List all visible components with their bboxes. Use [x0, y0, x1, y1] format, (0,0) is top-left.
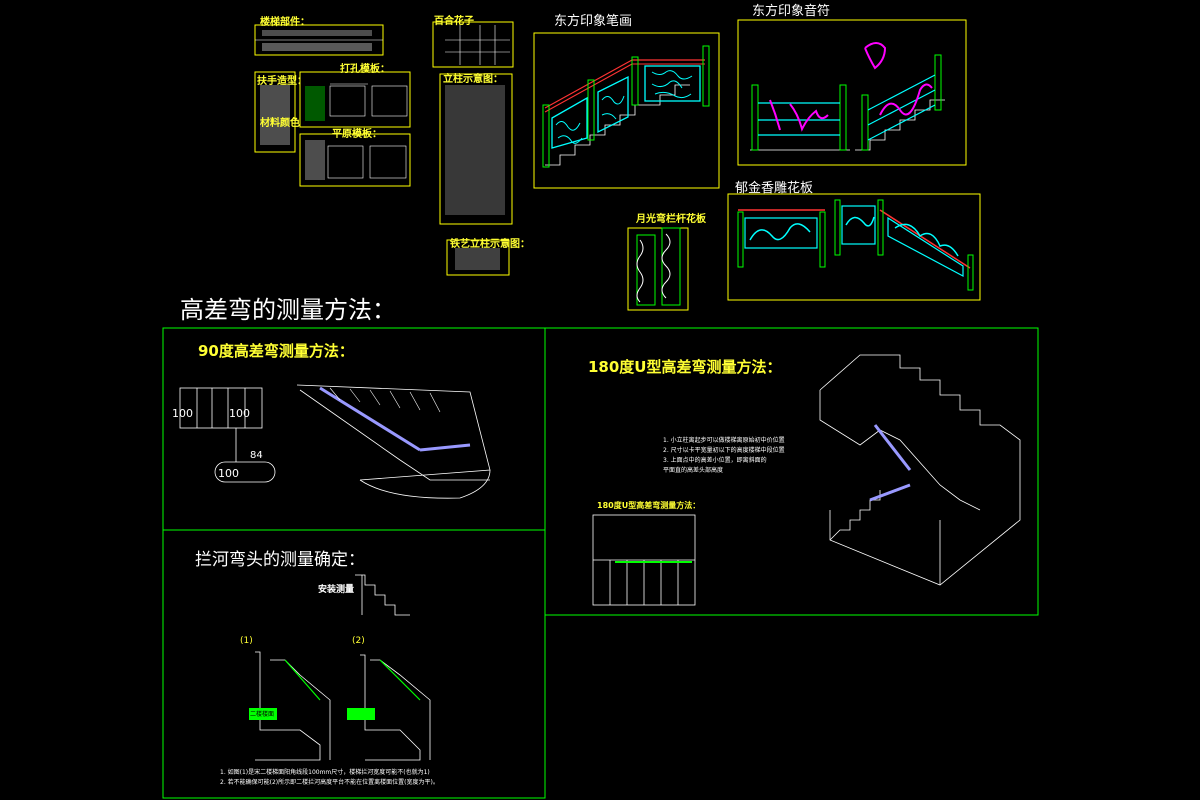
top-left-thumbnails	[254, 21, 689, 311]
dim-100-c: 100	[218, 467, 239, 480]
sub180-label: 180度U型高差弯测量方法：	[597, 501, 701, 510]
sec180-drawing	[592, 354, 1021, 606]
yujinxiang-drawing	[727, 193, 981, 301]
thumbnail-contents	[255, 25, 510, 179]
note180-2: 2. 尺寸以卡平宽量初以下的高度楼梯中段位置	[663, 447, 785, 454]
sec90-drawing	[179, 384, 491, 499]
thumb-label-4: 扶手造型：	[257, 76, 307, 87]
note180-1: 1. 小立柱离起步可以做楼梯离原始初中价位置	[663, 437, 785, 444]
marker-1: (1)	[240, 636, 253, 646]
main-frames	[162, 327, 1039, 799]
ground-label-1: 二楼楼面	[250, 711, 275, 718]
dim-100-b: 100	[229, 407, 250, 420]
note-2: 2. 若不能确保可能(2)所示即二楼拦河高度平台不能在位置离楼面位置(宽度为平)…	[220, 779, 439, 786]
note180-3: 3. 上面点中的高差小位置，即离斜面的	[663, 457, 767, 464]
dongfang-yinfu-drawing	[737, 19, 967, 166]
stair-component-glyphs	[260, 30, 505, 270]
note-1: 1. 如图(1)是宋二楼梯面阳角线段100mm尺寸，楼梯拦河宽度可能不(也就为1…	[220, 769, 430, 776]
thumb-label-3: 立柱示意图：	[443, 74, 503, 85]
thumb-label-8: 铁艺立柱示意图：	[450, 239, 530, 250]
lanhe-drawing	[249, 574, 431, 761]
dim-84: 84	[250, 450, 263, 461]
thumb-label-6: 材料颜色	[260, 118, 300, 129]
lanhe-title: 拦河弯头的测量确定：	[195, 550, 365, 570]
sec90-title: 90度高差弯测量方法：	[198, 342, 354, 360]
thumb-label-5: 打孔模板：	[340, 64, 390, 75]
yujinxiang-title: 郁金香雕花板	[735, 181, 814, 196]
sec180-title: 180度U型高差弯测量方法：	[588, 358, 782, 376]
thumb-label-7: 平原模板：	[332, 129, 382, 140]
dongfang-bihua-title: 东方印象笔画	[554, 14, 633, 29]
thumb-label-9: 月光弯栏杆花板	[636, 214, 706, 225]
install-measure-label: 安装测量	[318, 585, 355, 595]
main-title: 高差弯的测量方法：	[180, 296, 396, 324]
dongfang-yinfu-title: 东方印象音符	[752, 4, 831, 19]
moonlight-panels	[636, 227, 681, 306]
dongfang-bihua-drawing	[533, 32, 720, 189]
marker-2: (2)	[352, 636, 365, 646]
note180-4: 平面直的高差头部高度	[663, 467, 724, 474]
thumb-label-1: 楼梯部件：	[260, 17, 310, 28]
dim-100-a: 100	[172, 407, 193, 420]
thumb-label-2: 百合花子	[434, 16, 474, 27]
